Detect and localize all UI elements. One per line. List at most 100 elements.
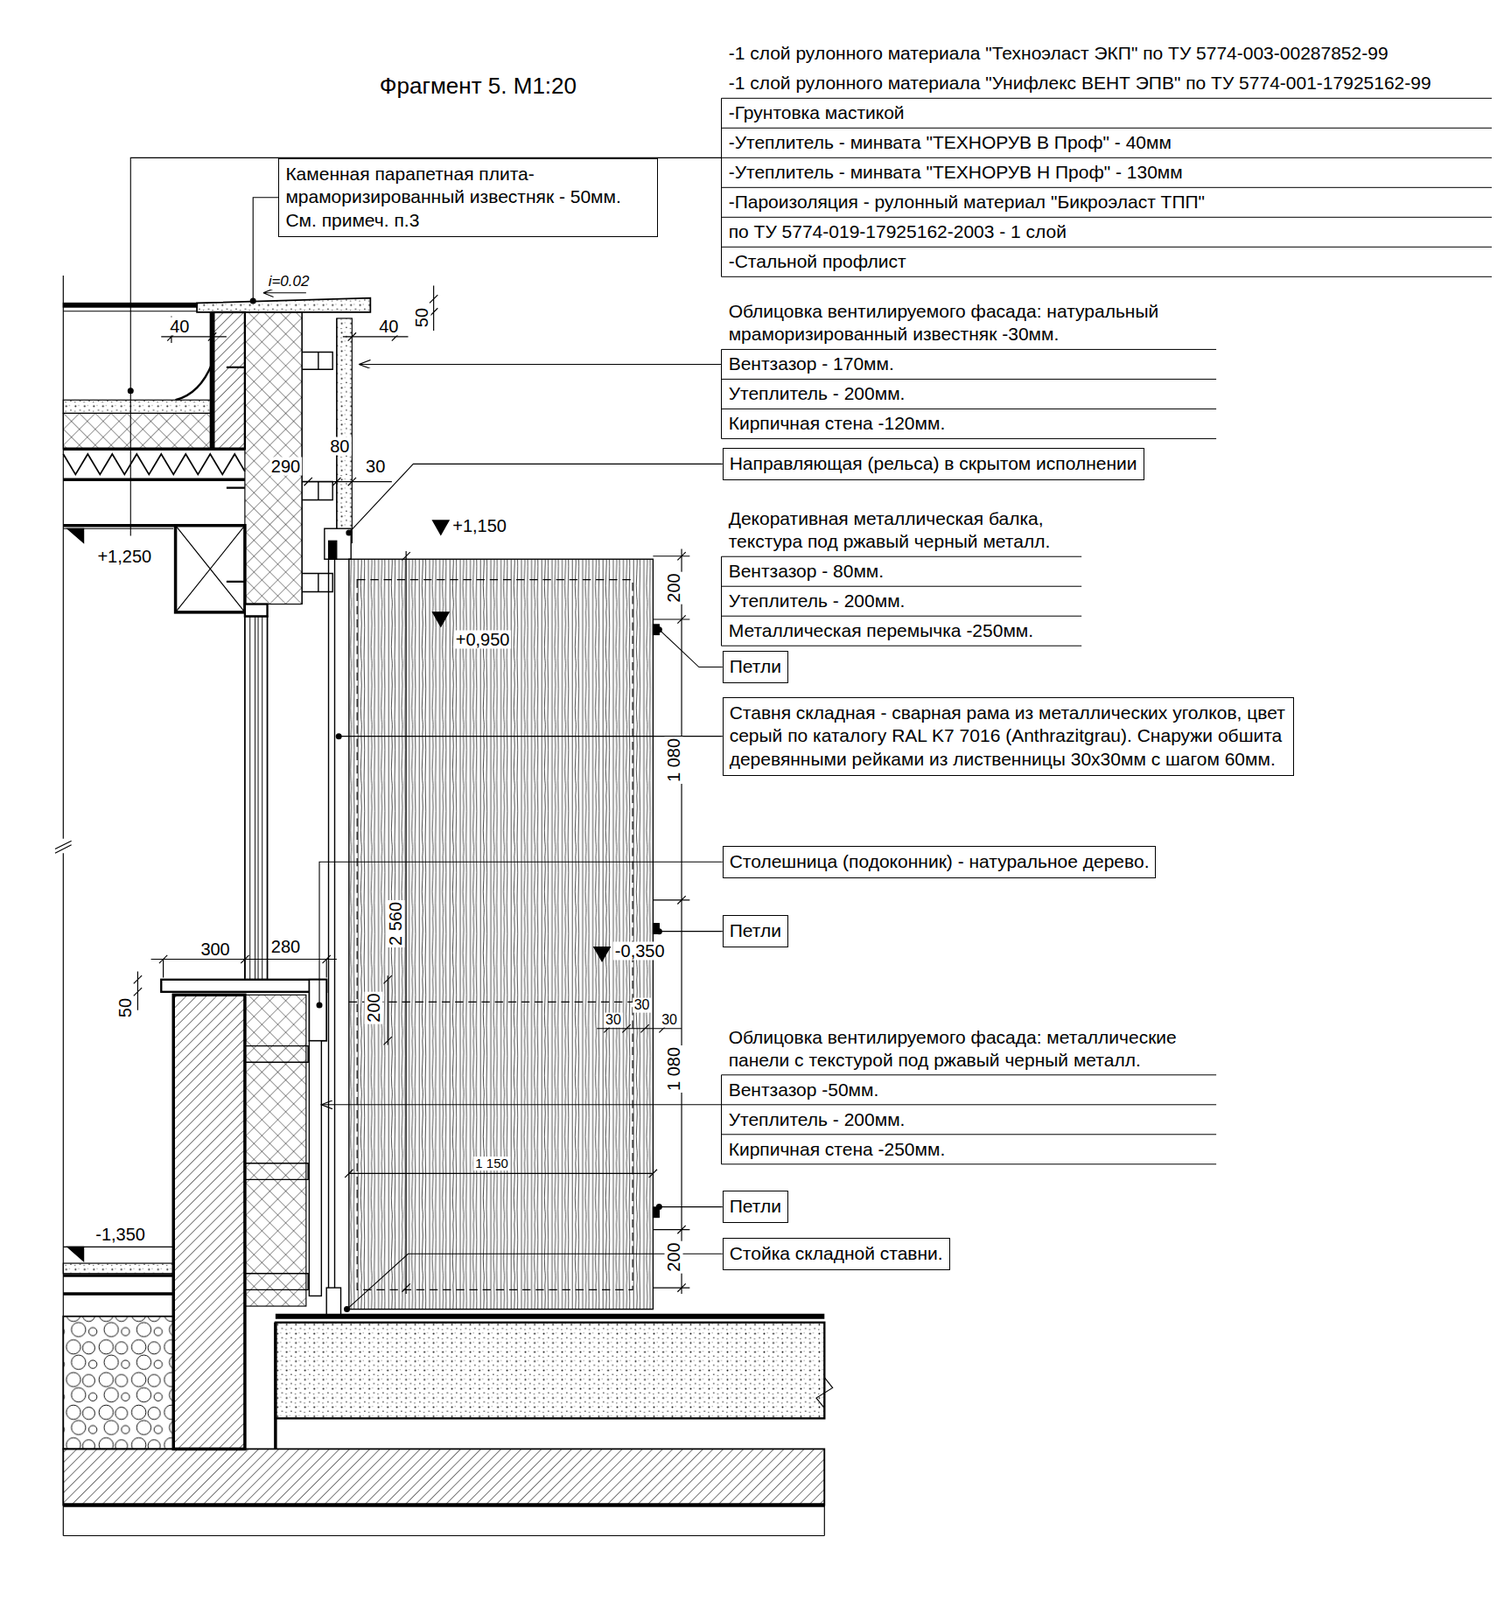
spec-text: -Утеплитель - минвата "ТЕХНОРУВ В Проф" …: [728, 131, 1172, 154]
leader-dot: [127, 387, 134, 394]
spec-text: Кирпичная стена -120мм.: [728, 412, 946, 435]
floor-and-ground: [62, 1503, 825, 1508]
spec-text: -1 слой рулонного материала "Унифлекс ВЕ…: [728, 71, 1432, 95]
table-rule: [721, 586, 1083, 588]
spec-text: Кирпичная стена -250мм.: [728, 1138, 946, 1162]
floor-and-ground: [273, 1322, 277, 1450]
dimension-lines: [677, 549, 686, 1295]
level-marks: [432, 612, 449, 627]
table-rule: [721, 246, 1492, 248]
table-rule: [721, 1074, 1218, 1076]
level-marks: [67, 1246, 84, 1261]
dimension-lines: [344, 1169, 658, 1178]
dimension-text: 200: [664, 571, 683, 604]
callout-text: Столешница (подоконник) - натуральное де…: [729, 850, 1150, 875]
parapet-wall: [212, 312, 245, 449]
dimension-text: 290: [269, 457, 302, 476]
callout-box: Направляющая (рельса) в скрытом исполнен…: [722, 447, 1145, 481]
table-rule: [721, 408, 1218, 410]
callout-box: Стойка складной ставни.: [722, 1238, 951, 1271]
table-rule: [721, 127, 1492, 129]
callout-box: Петли: [722, 915, 789, 948]
lower-wall: [308, 979, 327, 1042]
lower-wall: [160, 979, 327, 993]
leader-dot: [656, 626, 663, 633]
leader-line: [130, 157, 721, 536]
dimension-text: 40: [377, 317, 400, 336]
frame-lines: [55, 840, 72, 854]
table-rule: [720, 1075, 722, 1165]
dimension-text: 50: [412, 306, 431, 329]
callout-text: Стойка складной ставни.: [729, 1242, 944, 1267]
parapet-wall: [328, 540, 337, 560]
table-rule: [721, 157, 1492, 159]
table-rule: [720, 97, 722, 277]
leader-dot: [343, 1306, 350, 1313]
table-rule: [721, 1104, 1218, 1106]
dimension-text: +0,950: [454, 630, 512, 650]
folding-shutter: [326, 559, 659, 1317]
floor-and-ground: [62, 1448, 825, 1505]
floor-and-ground: [62, 1275, 174, 1295]
parapet-wall: [244, 312, 302, 605]
floor-and-ground: [62, 1316, 174, 1450]
dimension-text: +1,250: [95, 546, 154, 566]
level-marks: [62, 288, 610, 1262]
leader-line: [658, 629, 722, 668]
table-rule: [721, 1133, 1218, 1135]
folding-shutter: [326, 1287, 341, 1317]
table-rule: [721, 276, 1492, 278]
window-glazing: [250, 616, 263, 980]
level-marks: [62, 528, 174, 1247]
spec-text: -Пароизоляция - рулонный материал "Бикро…: [728, 190, 1205, 214]
folding-shutter: [328, 559, 336, 1293]
callout-text: Петли: [729, 919, 782, 944]
roof-construction: [62, 477, 245, 481]
window-glazing: [244, 616, 268, 980]
table-rule: [721, 438, 1218, 440]
roof-construction: [175, 525, 245, 613]
note-box: Каменная парапетная плита- мраморизирова…: [278, 158, 658, 238]
dimension-lines: [133, 286, 691, 1295]
roof-construction: [62, 524, 175, 527]
folding-shutter: [349, 559, 654, 1309]
callout-box: Столешница (подоконник) - натуральное де…: [722, 846, 1157, 879]
dimension-text: 200: [664, 1240, 683, 1274]
spec-text: Облицовка вентилируемого фасада: металли…: [728, 1026, 1219, 1072]
table-rule: [720, 349, 722, 439]
drawing-title: Фрагмент 5. М1:20: [379, 71, 577, 101]
callout-box: Петли: [722, 650, 789, 684]
callout-text: Каменная парапетная плита- мраморизирова…: [285, 162, 651, 233]
lower-wall: [244, 1046, 308, 1291]
leader-dot: [335, 733, 343, 740]
dimension-text: 80: [328, 436, 351, 455]
dimension-text: -0,350: [613, 942, 667, 961]
spec-text: -Стальной профлист: [728, 250, 907, 273]
callout-text: Петли: [729, 655, 782, 679]
leader-line: [349, 463, 723, 532]
dimension-lines: [652, 556, 690, 1288]
dimension-text: 40: [167, 317, 191, 336]
leader-line: [658, 930, 722, 932]
spec-text: по ТУ 5774-019-17925162-2003 - 1 слой: [728, 220, 1067, 244]
parapet-wall: [244, 604, 268, 617]
dimension-text: 300: [198, 939, 231, 959]
dimension-text: 1 150: [473, 1156, 511, 1171]
table-rule: [721, 1163, 1218, 1165]
table-rule: [721, 378, 1218, 380]
spec-text: Вентзазор -50мм.: [728, 1078, 880, 1102]
roof-construction: [175, 525, 245, 613]
lower-wall: [173, 994, 245, 1449]
roof-construction: [62, 454, 245, 475]
callout-text: Ставня складная - сварная рама из металл…: [729, 701, 1288, 772]
dimension-lines: [151, 955, 337, 979]
floor-and-ground: [62, 1448, 825, 1536]
dimension-text: 280: [269, 937, 302, 957]
dimension-text: 30: [632, 998, 652, 1014]
leader-dot: [316, 1001, 323, 1008]
parapet-wall: [196, 298, 371, 313]
level-marks: [67, 528, 84, 543]
lower-wall: [308, 1041, 322, 1297]
table-rule: [721, 349, 1218, 350]
spec-text: Утеплитель - 200мм.: [728, 589, 906, 613]
